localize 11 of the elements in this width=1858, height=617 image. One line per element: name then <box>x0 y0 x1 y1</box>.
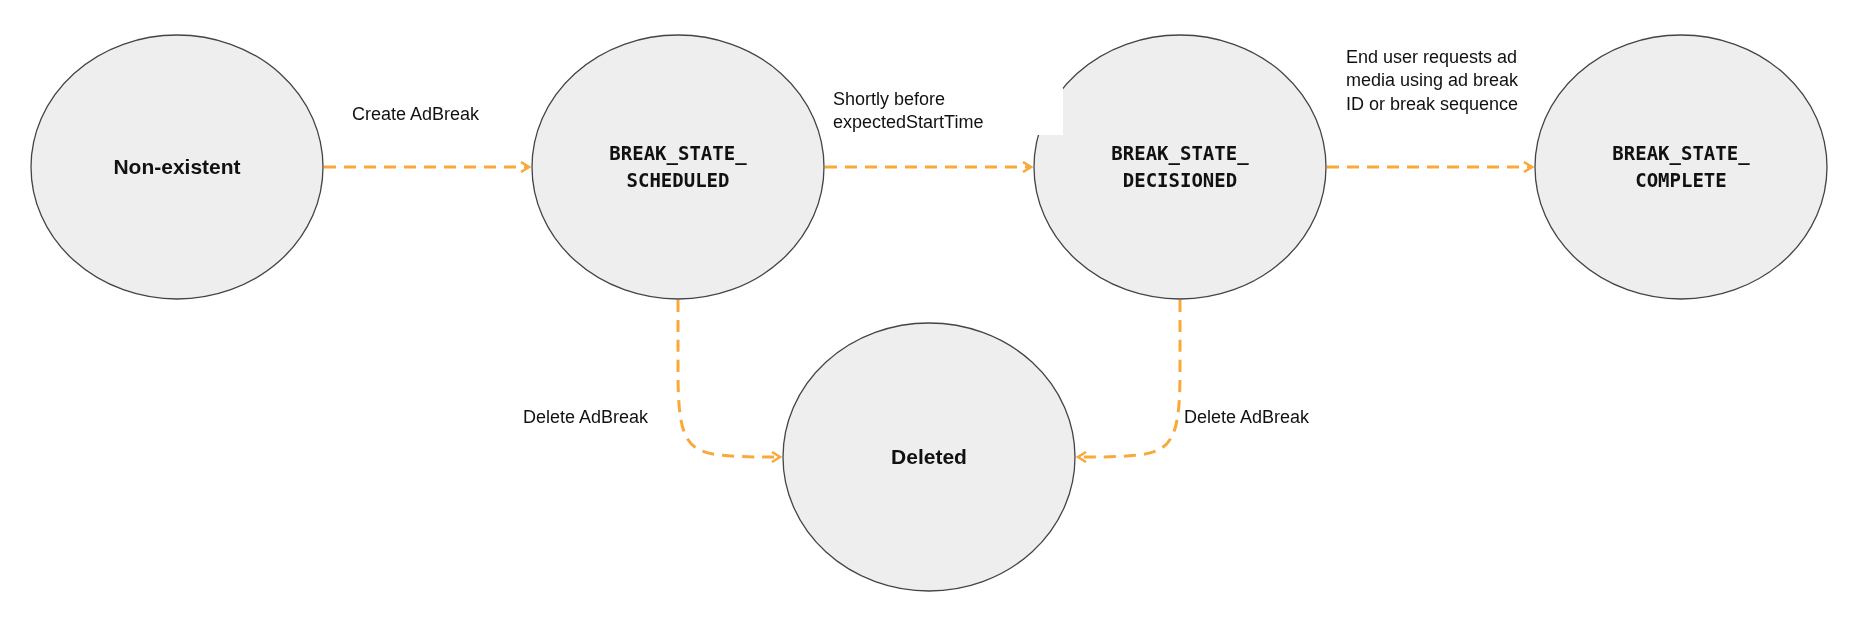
arrow <box>1327 160 1534 174</box>
state-name: Deleted <box>891 445 967 469</box>
arrow <box>825 160 1033 174</box>
state-name: BREAK_STATE_ COMPLETE <box>1611 141 1751 193</box>
state-name: BREAK_STATE_ SCHEDULED <box>608 141 748 193</box>
arrow <box>324 160 531 174</box>
arrow <box>1076 300 1182 464</box>
state-name: BREAK_STATE_ DECISIONED <box>1110 141 1250 193</box>
state-name: Non-existent <box>113 155 241 179</box>
edge-label: Shortly before expectedStartTime <box>833 88 1063 135</box>
arrow <box>676 300 782 464</box>
